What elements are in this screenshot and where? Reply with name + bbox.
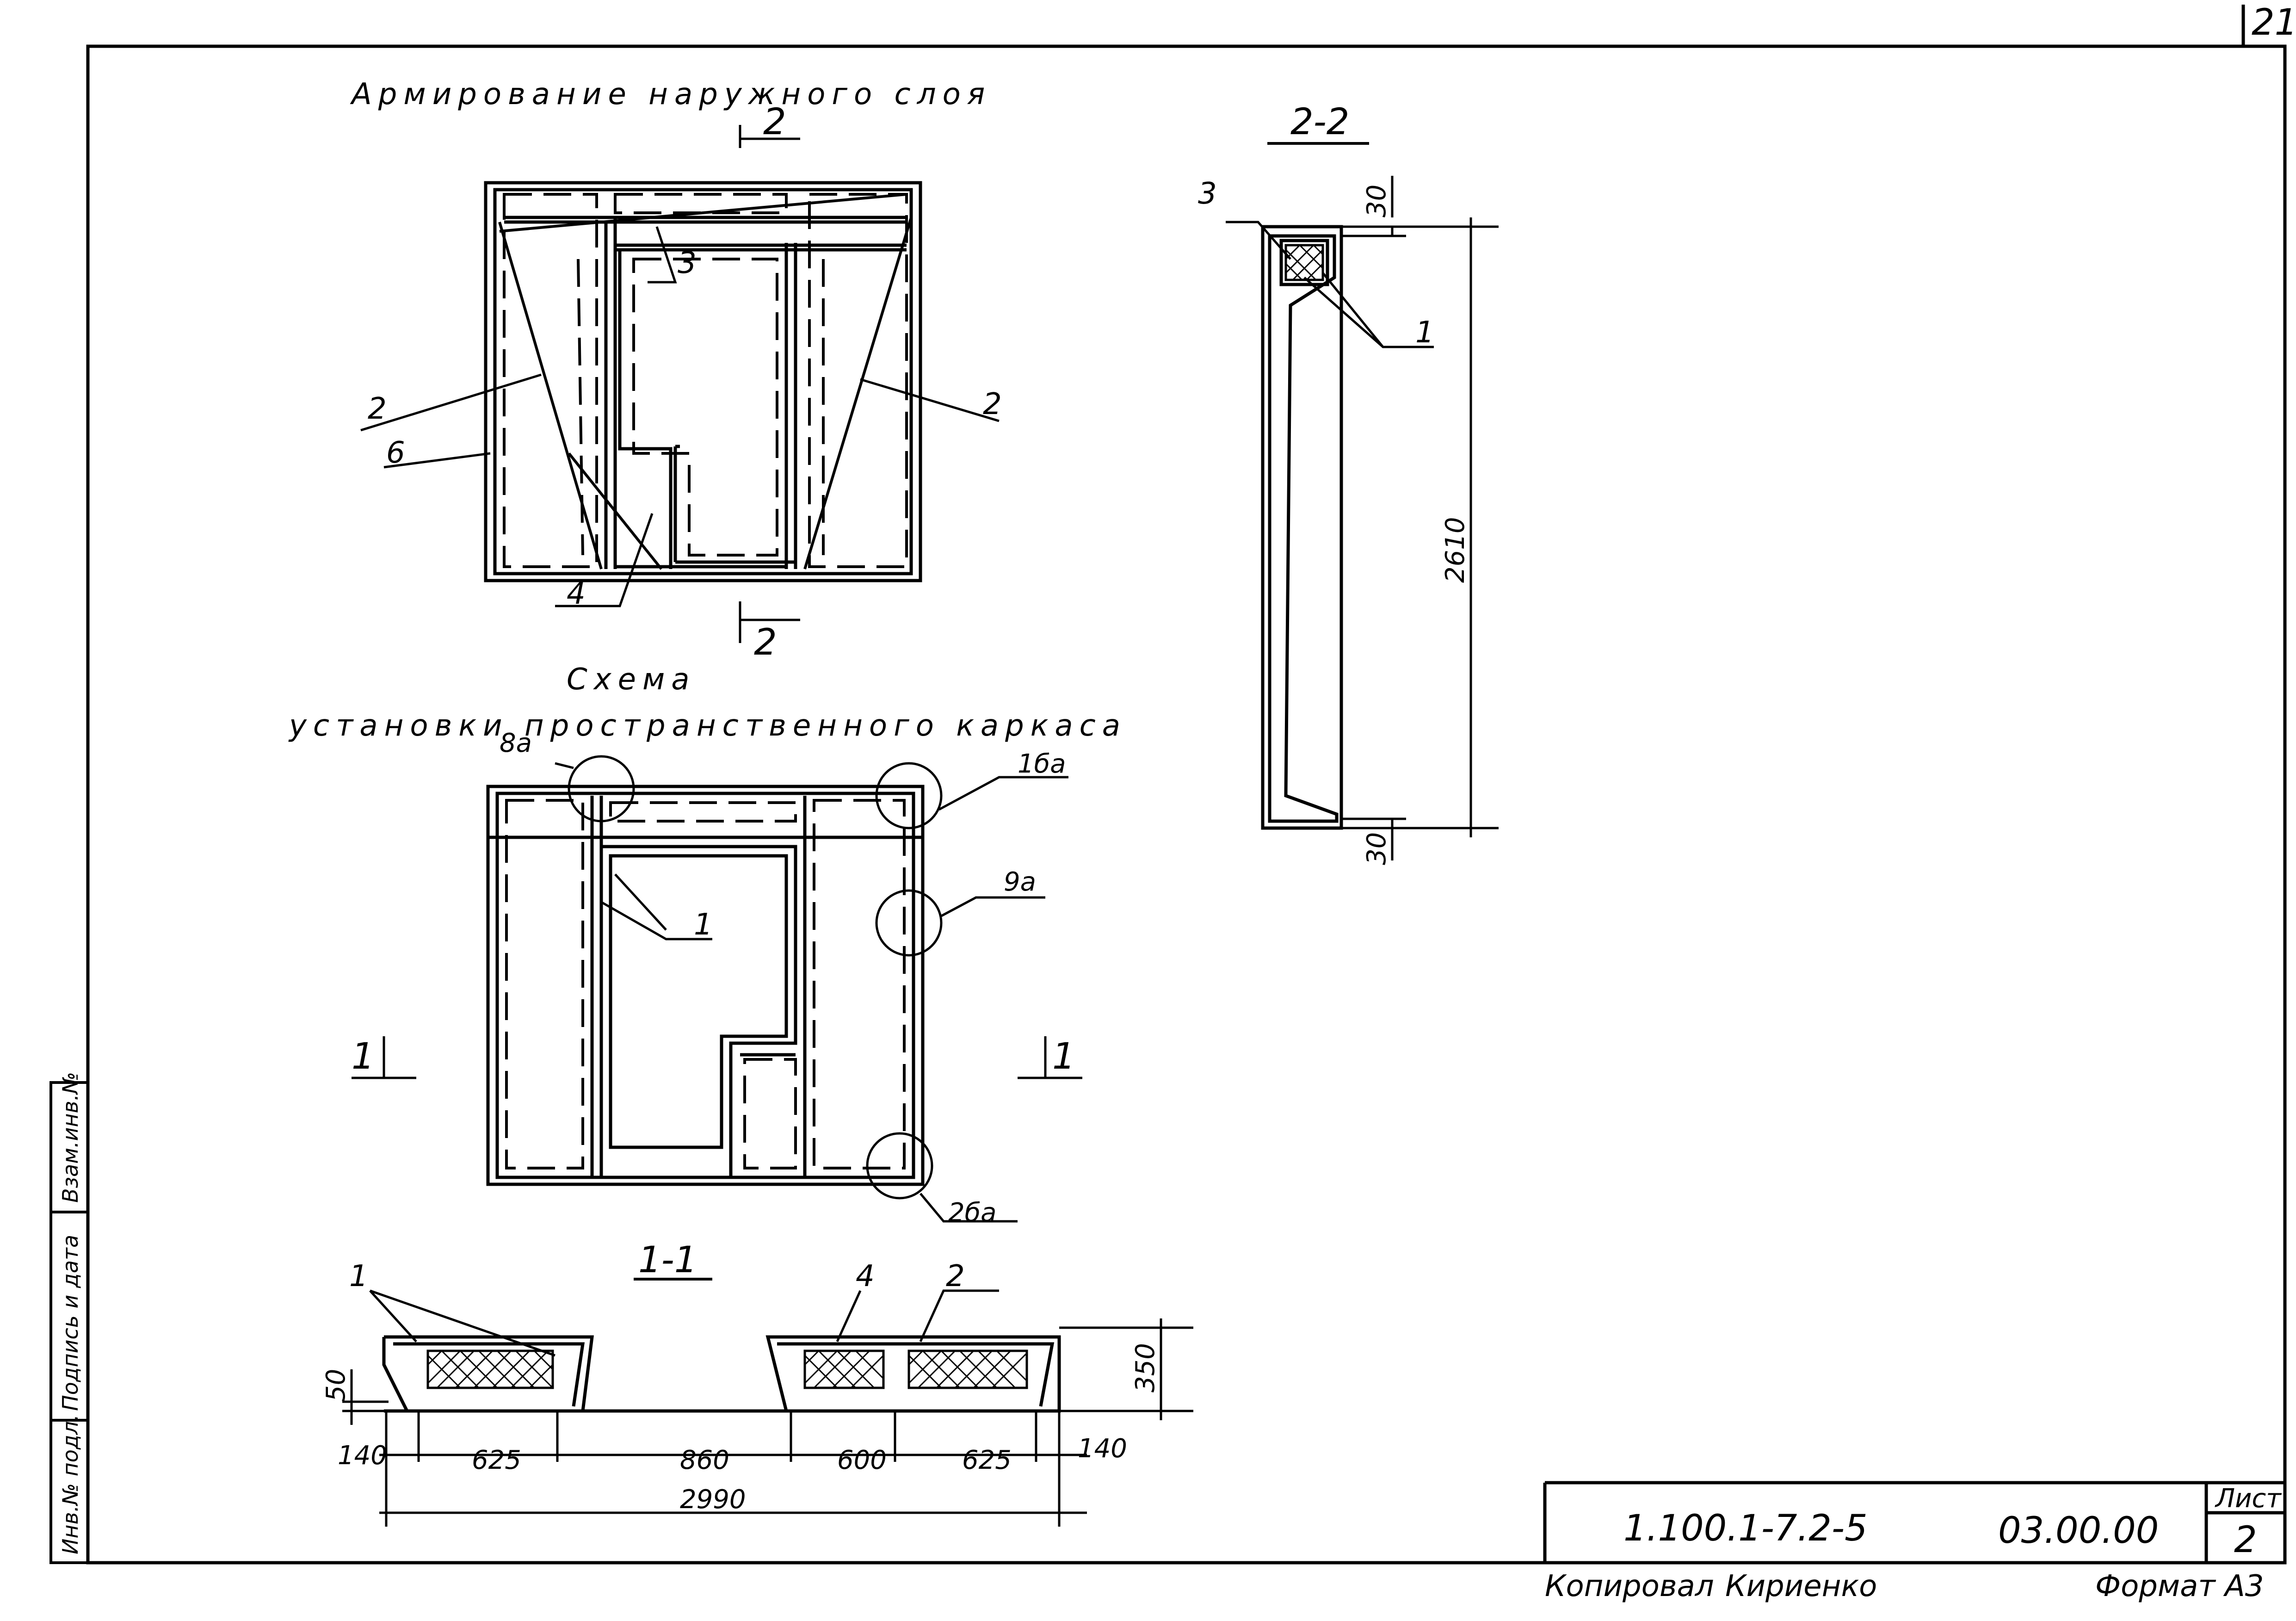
stamp-inv-podl: Инв.№ подл. — [58, 1414, 83, 1554]
outer-callout-6: 6 — [386, 436, 405, 470]
outer-section-mark-top: 2 — [763, 101, 786, 143]
section-1-1-dims — [342, 1289, 1193, 1527]
section-1-mark-left: 1 — [352, 1036, 375, 1077]
frame-callout-2ba: 2ба — [948, 1198, 996, 1228]
frame-scheme-circles — [568, 755, 943, 1200]
dim-1-1-height: 350 — [1130, 1343, 1160, 1392]
dim-2-2-top: 30 — [1362, 185, 1392, 217]
frame-callout-9a: 9а — [1004, 867, 1036, 897]
section-1-mark-right: 1 — [1052, 1036, 1075, 1077]
outer-layer-panel — [484, 181, 922, 582]
format-label: Формат А3 — [2095, 1569, 2264, 1603]
copied-by-label: Копировал — [1545, 1569, 1714, 1603]
doc-code: 1.100.1-7.2-5 — [1623, 1508, 1868, 1549]
dim-1-1-right-edge: 140 — [1078, 1434, 1127, 1464]
section-1-1-title: 1-1 — [638, 1239, 697, 1281]
section-1-1-callout-2: 2 — [946, 1259, 965, 1293]
dim-1-1-left-edge: 140 — [338, 1441, 387, 1471]
outer-layer-diagonals — [498, 193, 913, 570]
section-2-2-callout-1: 1 — [1415, 316, 1434, 350]
section-1-1-callout-1: 1 — [349, 1259, 368, 1293]
sheet-frame — [86, 5, 2287, 1565]
dim-1-1-c: 600 — [837, 1445, 887, 1475]
side-stamp — [49, 1081, 89, 1564]
outer-callout-4: 4 — [567, 577, 586, 611]
outer-callout-2-right: 2 — [983, 387, 1002, 421]
copier-name: Кириенко — [1725, 1569, 1877, 1603]
sheet-number: 2 — [2234, 1519, 2257, 1561]
dim-1-1-b: 860 — [680, 1445, 729, 1475]
section-1-1-hatch — [427, 1350, 1028, 1389]
stamp-replacement-inv: Взам.инв.№ — [58, 1072, 83, 1203]
section-1-1-profile — [382, 1335, 1061, 1413]
frame-scheme-dashed — [505, 799, 906, 1169]
title-block — [1543, 1481, 2285, 1563]
dim-1-1-a: 625 — [472, 1445, 521, 1475]
frame-callout-1ba: 1ба — [1018, 749, 1066, 779]
frame-callout-1: 1 — [694, 908, 713, 942]
frame-scheme-panel — [486, 785, 925, 1186]
sheet-code: 03.00.00 — [1998, 1510, 2159, 1552]
outer-callout-2-left: 2 — [368, 392, 387, 426]
dim-1-1-small: 50 — [321, 1369, 351, 1402]
frame-scheme-leaders — [352, 762, 1082, 1223]
sheet-label: Лист — [2215, 1484, 2282, 1514]
section-1-1-callout-4: 4 — [856, 1259, 875, 1293]
dim-2-2-height: 2610 — [1440, 517, 1470, 583]
outer-layer-title: Армирование наружного слоя — [350, 77, 991, 111]
dim-1-1-d: 625 — [962, 1445, 1012, 1475]
section-2-2-title: 2-2 — [1290, 101, 1349, 143]
section-2-2-callout-3: 3 — [1198, 177, 1217, 211]
section-2-2-insulation — [1284, 244, 1324, 281]
stamp-signature-date: Подпись и дата — [58, 1235, 83, 1411]
frame-scheme-title-1: Схема — [567, 662, 696, 697]
section-2-2-profile — [1261, 225, 1343, 830]
dim-1-1-total: 2990 — [680, 1485, 746, 1515]
frame-callout-8a: 8а — [500, 728, 532, 758]
section-2-2-dims — [1226, 176, 1499, 860]
outer-section-mark-bottom: 2 — [754, 622, 777, 663]
outer-layer-leaders — [360, 125, 1000, 643]
dim-2-2-bottom: 30 — [1362, 832, 1392, 865]
corner-sheet-number: 21 — [2252, 2, 2296, 43]
outer-callout-3: 3 — [678, 246, 697, 280]
frame-scheme-title-2: установки пространственного каркаса — [288, 709, 1127, 743]
